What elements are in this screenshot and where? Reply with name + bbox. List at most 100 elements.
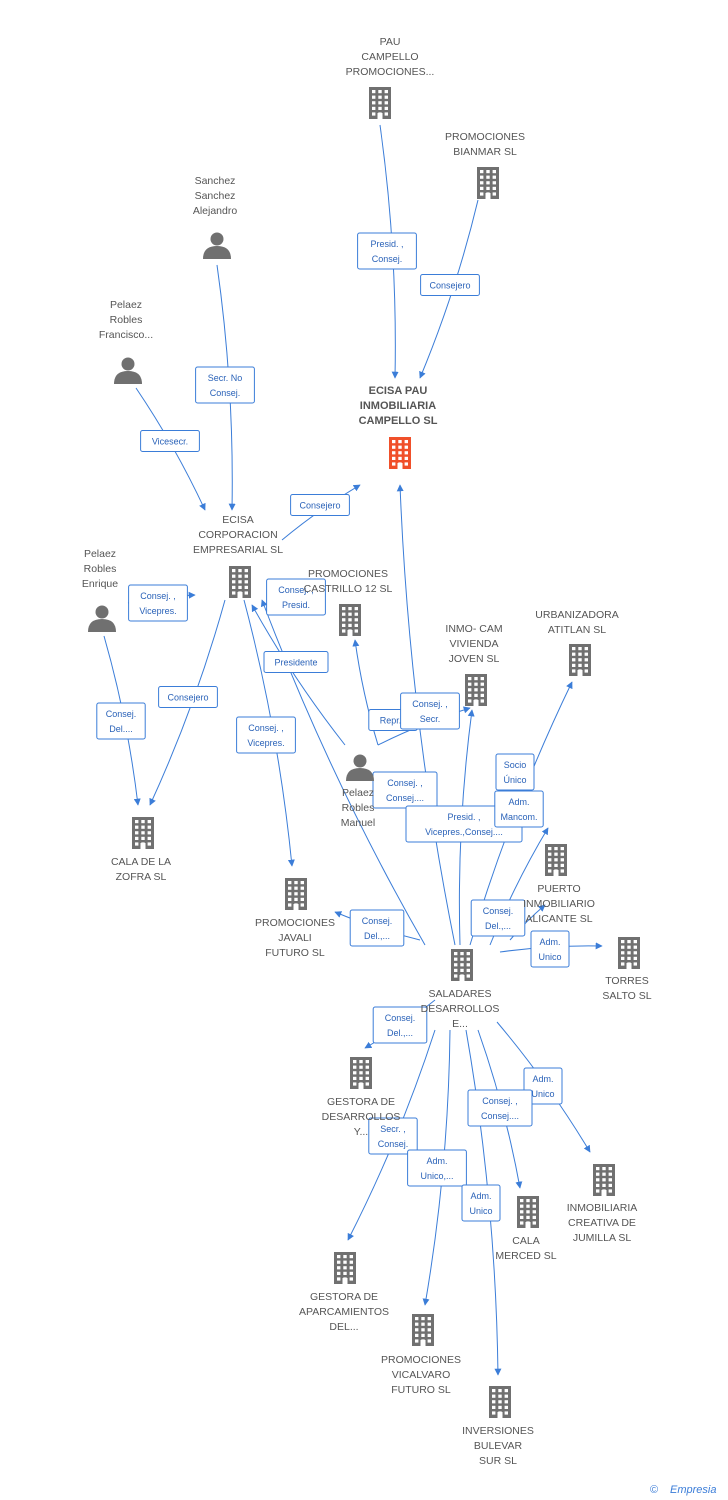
edge-label-pelaezen-ecisacorp[interactable]: Consej. ,Vicepres.: [128, 584, 188, 622]
edge-label-box: [470, 899, 526, 937]
node-label: INMOBILIARIA: [360, 400, 436, 412]
edge-label-text: Adm.: [508, 797, 529, 807]
node-label: INMO- CAM: [445, 623, 502, 635]
edge-label-ecisacorp-ecisapau[interactable]: Consejero: [290, 494, 350, 516]
edge-label-text: Adm.: [532, 1074, 553, 1084]
edge-pelaezma-ecisacorp: [251, 604, 346, 746]
edge-label-box: [357, 232, 417, 270]
node-label: Enrique: [82, 578, 118, 590]
edge-label-text: Del.,...: [485, 921, 511, 931]
node-pelaezfr[interactable]: PelaezRoblesFrancisco...: [99, 299, 153, 384]
edge-label-saladares-ecisapau[interactable]: Consej. , Consej....: [372, 771, 438, 809]
edge-label-box: [530, 930, 570, 968]
edge-label-box: [523, 1067, 563, 1105]
edge-label-saladares-bulevar[interactable]: Adm.Unico: [461, 1184, 501, 1222]
edge-label-box: [236, 716, 296, 754]
node-label: Robles: [342, 802, 375, 814]
node-label: CALA DE LA: [111, 856, 171, 868]
brand-name: Empresia: [670, 1484, 716, 1496]
edge-label-text: Del.,...: [364, 931, 390, 941]
edge-label-saladares-ecisacorp[interactable]: Consej. ,Presid.: [266, 578, 326, 616]
edge-label-text: Consej.: [378, 1139, 409, 1149]
edge-label-pelaezma-inmocam[interactable]: Consej. ,Secr.: [400, 692, 460, 730]
node-saladares[interactable]: SALADARESDESARROLLOSE...: [421, 949, 500, 1030]
footer-brand[interactable]: © Empresia: [650, 1484, 716, 1496]
edge-label-text: Mancom.: [500, 812, 537, 822]
edge-label-text: Adm.: [426, 1156, 447, 1166]
edge-label-saladares-vicalvaro[interactable]: Adm. Unico,...: [407, 1149, 467, 1187]
edge-label-box: [368, 1117, 418, 1155]
node-pau[interactable]: PAUCAMPELLOPROMOCIONES...: [346, 36, 435, 119]
edge-label-saladares-puerto2[interactable]: Consej.Del.,...: [470, 899, 526, 937]
edge-label-saladares-jumilla[interactable]: Adm.Unico: [523, 1067, 563, 1105]
edge-label-box: [372, 1006, 428, 1044]
edge-label-text: Consejero: [429, 281, 470, 291]
edge-label-box: [372, 771, 438, 809]
edge-label-saladares-torres[interactable]: Adm.Unico: [530, 930, 570, 968]
node-label: DEL...: [329, 1321, 358, 1333]
building-icon: [412, 1314, 434, 1346]
building-icon: [369, 87, 391, 119]
edge-label-text: Único: [503, 775, 526, 785]
node-label: INVERSIONES: [462, 1425, 534, 1437]
node-label: ALICANTE SL: [525, 913, 592, 925]
node-gestoradesa[interactable]: GESTORA DEDESARROLLOSY...: [322, 1057, 401, 1138]
edge-label-text: Consej. ,: [387, 778, 423, 788]
edge-label-saladares-gestoraapa[interactable]: Secr. ,Consej.: [368, 1117, 418, 1155]
edge-label-text: Consejero: [299, 501, 340, 511]
edge-label-box: [494, 790, 544, 828]
node-label: JOVEN SL: [449, 653, 500, 665]
building-icon: [465, 674, 487, 706]
node-label: Y...: [354, 1126, 368, 1138]
edge-label-pelaezen-zofra[interactable]: Consej.Del....: [96, 702, 146, 740]
edge-label-pau-ecisapau[interactable]: Presid. ,Consej.: [357, 232, 417, 270]
node-gestoraapa[interactable]: GESTORA DEAPARCAMIENTOSDEL...: [299, 1252, 389, 1333]
edge-label-box: [195, 366, 255, 404]
edge-label-text: Presid. ,: [370, 239, 403, 249]
edge-label-text: Vicesecr.: [152, 437, 188, 447]
edge-label-pelaezma-ecisacorp[interactable]: Presidente: [263, 651, 329, 673]
building-icon: [618, 937, 640, 969]
edge-label-text: Consejero: [167, 693, 208, 703]
edge-label-text: Consej. ,: [482, 1096, 518, 1106]
edge-label-box: [266, 578, 326, 616]
node-label: CORPORACION: [198, 529, 277, 541]
edge-label-pelaezfr-ecisacorp[interactable]: Vicesecr.: [140, 430, 200, 452]
edge-label-saladares-puerto[interactable]: Adm. Mancom.: [494, 790, 544, 828]
edge-label-saladares-gestoradesa[interactable]: Consej.Del.,...: [372, 1006, 428, 1044]
node-label: TORRES: [605, 975, 649, 987]
edge-label-text: Vicepres.: [139, 606, 176, 616]
edge-label-ecisacorp-javali[interactable]: Consej. ,Vicepres.: [236, 716, 296, 754]
edge-label-saladares-javali[interactable]: Consej.Del.,...: [349, 909, 405, 947]
edge-label-bianmar-ecisapau[interactable]: Consejero: [420, 274, 480, 296]
edge-label-text: Vicepres.,Consej....: [425, 827, 503, 837]
edge-label-ecisacorp-zofra[interactable]: Consejero: [158, 686, 218, 708]
edge-saladares-ecisacorp: [260, 599, 426, 946]
node-label: MERCED SL: [495, 1250, 556, 1262]
edge-label-text: Consej....: [386, 793, 424, 803]
edge-label-text: Repr...: [380, 716, 407, 726]
node-label: FUTURO SL: [265, 947, 325, 959]
node-label: Robles: [84, 563, 117, 575]
edge-label-saladares-merced[interactable]: Consej. ,Consej....: [467, 1089, 533, 1127]
edge-label-text: Unico,...: [420, 1171, 453, 1181]
